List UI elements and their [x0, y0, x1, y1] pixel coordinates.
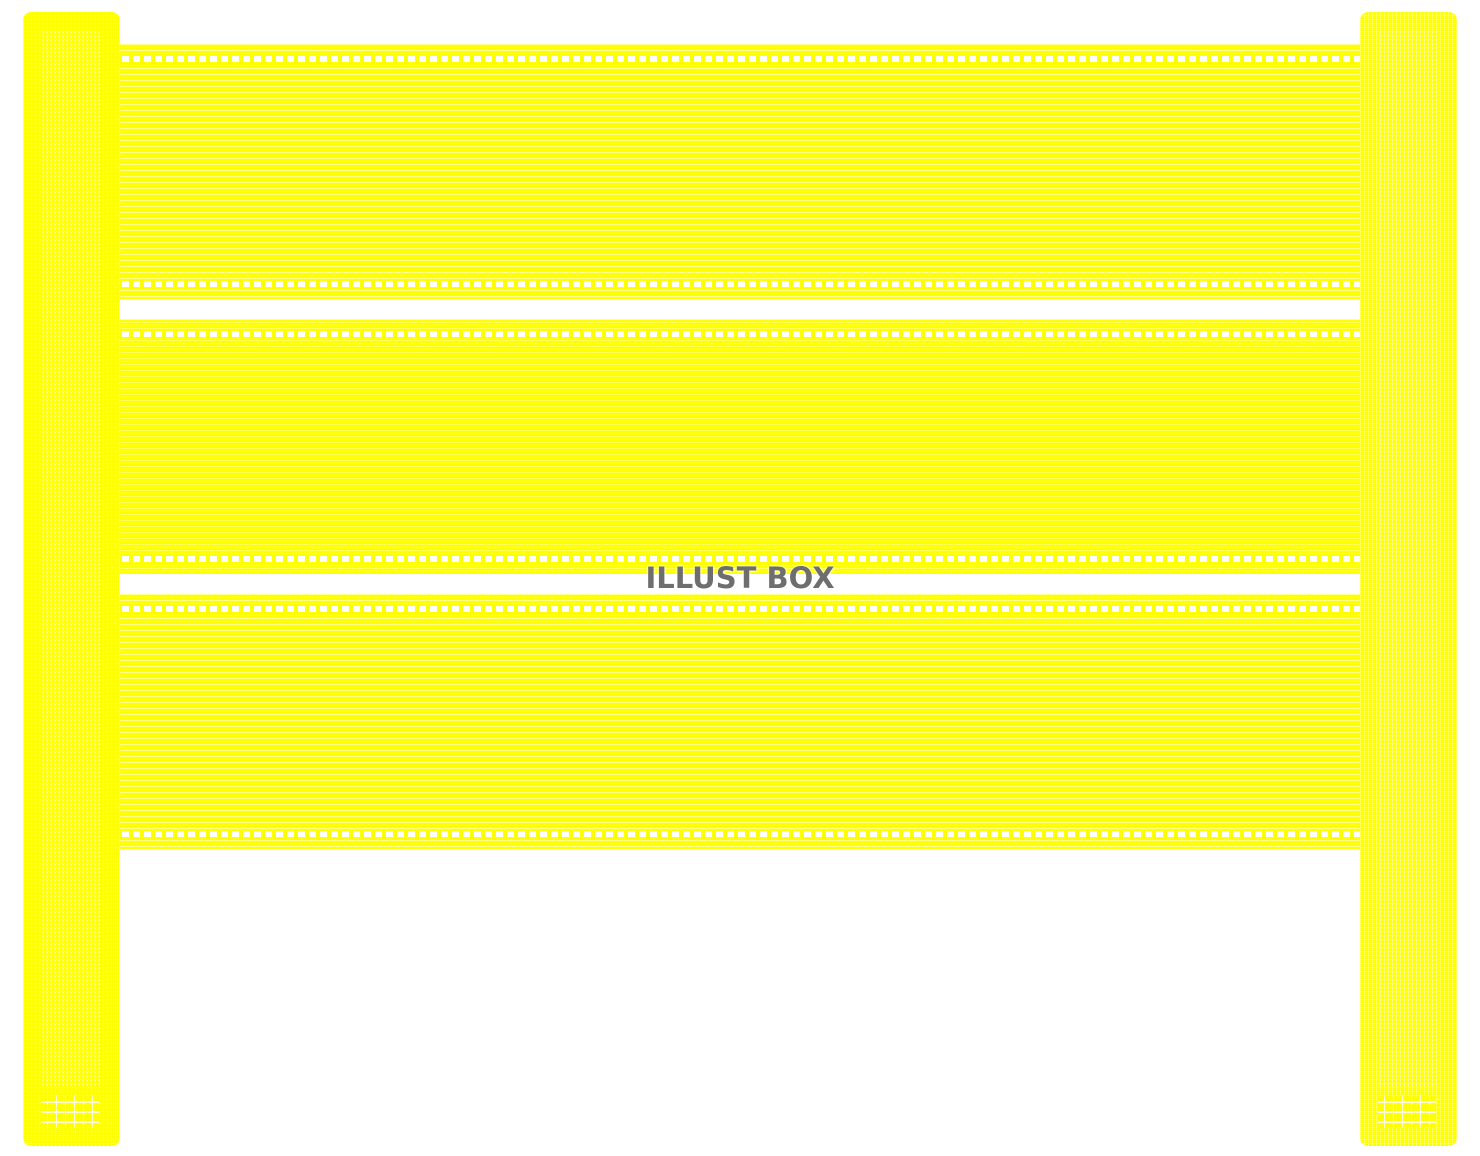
- panel-stud-row: [120, 829, 1360, 839]
- panel-stud-row: [120, 554, 1360, 564]
- fence-post-right: [1360, 12, 1457, 1146]
- panel-stud-row: [120, 279, 1360, 289]
- post-base-grid: [41, 1096, 99, 1128]
- fence-post-left: [23, 12, 120, 1146]
- fence-panel-top: [120, 44, 1360, 299]
- fence-panel-bottom: [120, 594, 1360, 849]
- panel-stud-row: [120, 54, 1360, 64]
- post-base-grid: [1378, 1096, 1436, 1128]
- panel-stud-row: [120, 604, 1360, 614]
- post-texture: [1378, 30, 1439, 1086]
- post-texture: [41, 30, 102, 1086]
- watermark-text: ILLUST BOX: [645, 561, 835, 595]
- panel-stud-row: [120, 329, 1360, 339]
- fence-panel-middle: [120, 319, 1360, 574]
